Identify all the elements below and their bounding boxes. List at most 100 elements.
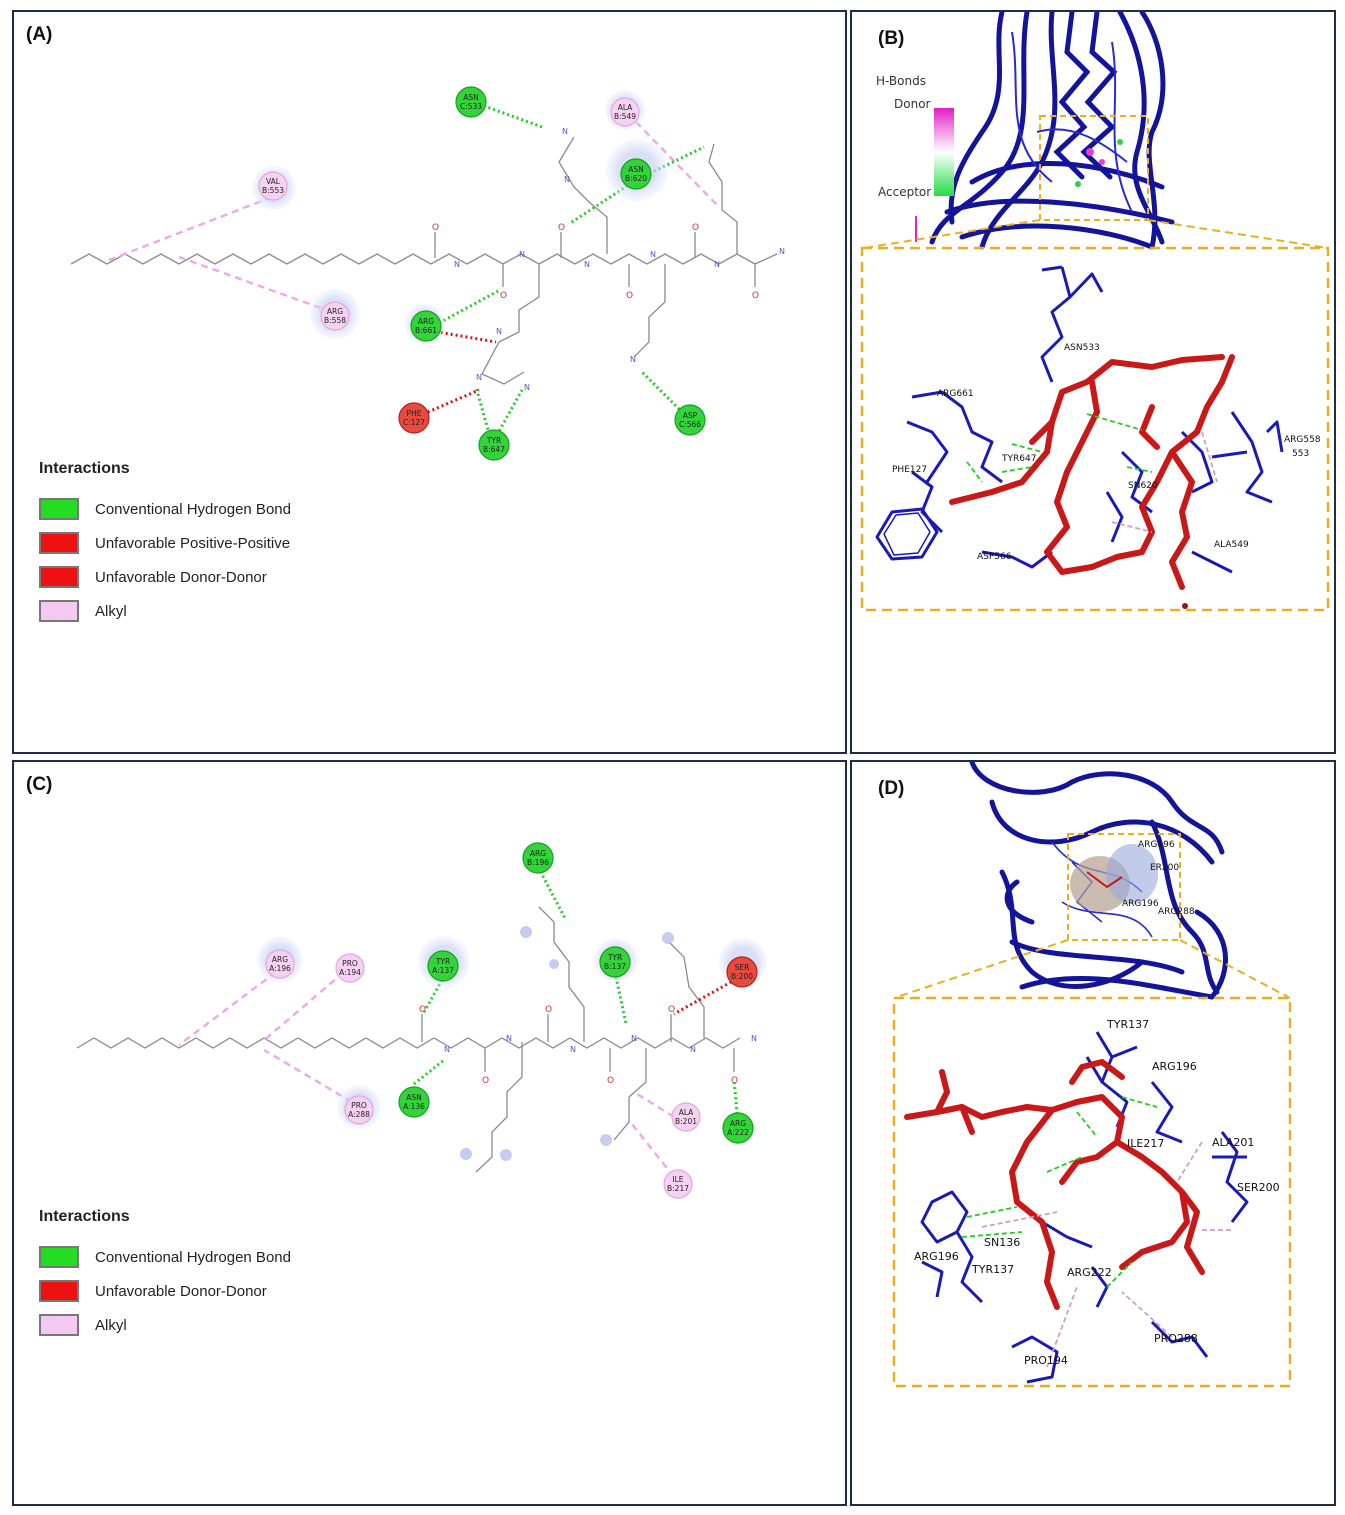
residue-label: ARG222 [1067, 1266, 1112, 1279]
residue-name: PRO [342, 959, 358, 968]
donor-label: Donor [894, 97, 931, 111]
residue-name: ARG [530, 849, 546, 858]
legend-swatch-pink [39, 1314, 79, 1336]
legend-title: Interactions [39, 1208, 130, 1225]
residue-label: ILE217 [1127, 1137, 1164, 1150]
residue-name: ALA [618, 103, 633, 112]
svg-text:O: O [558, 223, 565, 233]
residue-id: A:196 [269, 964, 291, 973]
panel-d: (D) ARG196 ARG196 ER200 ARG288 [850, 760, 1336, 1506]
residue-label: SN136 [984, 1236, 1020, 1249]
residue-disc [522, 842, 554, 874]
panel-d-label: (D) [878, 778, 905, 799]
svg-text:O: O [482, 1076, 489, 1086]
svg-text:N: N [751, 1034, 757, 1043]
residue-label: SER200 [1237, 1181, 1280, 1194]
panel-a-interaction-diagram: OO OO OO NNN NNN NNN NNN [70, 86, 785, 461]
legend-label: Unfavorable Donor-Donor [95, 1282, 267, 1300]
panel-a-label: (A) [26, 24, 53, 45]
residue-disc [599, 946, 631, 978]
zoom-residue-labels: TYR137 ARG196 ILE217 ALA201 SER200 ARG19… [914, 1018, 1280, 1367]
residue-disc [620, 158, 652, 190]
legend-label: Unfavorable Positive-Positive [95, 534, 291, 552]
zoom-box [860, 246, 1330, 612]
svg-text:N: N [476, 373, 482, 382]
residue-name: ASN [406, 1093, 422, 1102]
zoom-protein-residues [920, 1031, 1249, 1384]
residue-name: ILE [672, 1175, 683, 1184]
zoom-residue-labels: ASN533 ARG661 TYR647 PHE127 ARG558 553 S… [892, 343, 1321, 562]
residue-name: ARG [730, 1119, 746, 1128]
residue-label: ARG288 [1158, 907, 1195, 917]
svg-text:O: O [419, 1005, 426, 1015]
protein-cartoon [969, 762, 1228, 1000]
panel-c-label: (C) [26, 774, 53, 795]
residue-id: A:137 [432, 966, 454, 975]
zoom-box [892, 996, 1292, 1388]
residue-halos [252, 90, 668, 344]
blur-atoms [460, 926, 674, 1161]
svg-text:O: O [607, 1076, 614, 1086]
panel-d-3d-view: ARG196 ARG196 ER200 ARG288 [892, 762, 1292, 1388]
legend-item-donor-donor: Unfavorable Donor-Donor [39, 1274, 291, 1308]
hbonds-title: H-Bonds [876, 74, 926, 88]
residue-name: TYR [486, 436, 501, 445]
svg-text:N: N [506, 1034, 512, 1043]
residue-id: A:222 [727, 1128, 749, 1137]
legend-item-donor-donor: Unfavorable Donor-Donor [39, 560, 291, 594]
residue-id: B:647 [483, 445, 505, 454]
residue-id: A:136 [403, 1102, 425, 1111]
residue-label: PRO288 [1154, 1332, 1198, 1345]
zoom-hbonds [961, 1096, 1158, 1288]
residue-halos [257, 936, 767, 1129]
top-residue-labels: ARG196 ARG196 ER200 ARG288 [1122, 840, 1195, 917]
zoom-ligand [949, 354, 1235, 590]
residue-name: ASN [628, 165, 644, 174]
svg-text:O: O [752, 291, 759, 301]
legend-label: Alkyl [95, 602, 127, 620]
residue-name: ASP [683, 411, 698, 420]
residue-id: B:196 [527, 858, 549, 867]
residue-label: ARG661 [937, 389, 974, 399]
legend-label: Alkyl [95, 1316, 127, 1334]
zoom-protein-residues [875, 265, 1284, 574]
panel-a-legend: Interactions Conventional Hydrogen Bond … [39, 460, 291, 628]
residue-label: ALA549 [1214, 540, 1249, 550]
legend-title: Interactions [39, 460, 130, 477]
residue-name: VAL [266, 177, 281, 186]
svg-text:N: N [564, 175, 570, 184]
residue-disc [335, 953, 365, 983]
residue-name: PHE [407, 409, 422, 418]
zoom-ligand [904, 1059, 1205, 1310]
panel-b: (B) H- [850, 10, 1336, 754]
hbond-gradient-bar [934, 108, 954, 196]
residue-label: PHE127 [892, 465, 927, 475]
residue-disc [410, 310, 442, 342]
acceptor-label: Acceptor [878, 185, 931, 199]
residue-name: ARG [418, 317, 434, 326]
legend-swatch-red [39, 1280, 79, 1302]
residue-id: B:558 [324, 316, 346, 325]
legend-swatch-green [39, 498, 79, 520]
svg-text:N: N [779, 247, 785, 256]
residue-id: B:553 [262, 186, 284, 195]
svg-text:N: N [454, 260, 460, 269]
residue-name: ASN [463, 93, 479, 102]
residue-label: ARG196 [1138, 840, 1175, 850]
residue-label: ARG558 [1284, 435, 1321, 445]
residue-label: ARG196 [914, 1250, 959, 1263]
legend-item-hbond: Conventional Hydrogen Bond [39, 492, 291, 526]
residue-label: SN620 [1128, 481, 1158, 491]
residue-label: ASP566 [977, 552, 1012, 562]
legend-swatch-red [39, 532, 79, 554]
svg-text:N: N [631, 1034, 637, 1043]
legend-item-alkyl: Alkyl [39, 1308, 291, 1342]
residue-disc [320, 301, 350, 331]
residue-label: TYR647 [1001, 454, 1036, 464]
residue-disc [398, 402, 430, 434]
svg-text:O: O [668, 1005, 675, 1015]
alkyl-lines [178, 971, 675, 1178]
svg-text:N: N [650, 250, 656, 259]
residue-id: C:533 [460, 102, 482, 111]
